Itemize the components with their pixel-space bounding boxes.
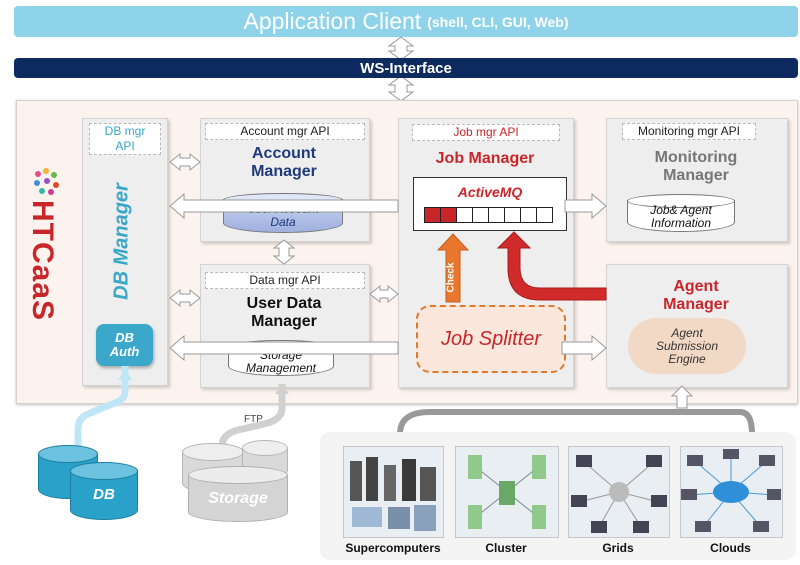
user-data-manager-api-tag: Data mgr API <box>205 272 365 289</box>
agent-submission-engine: Agent Submission Engine <box>628 318 746 374</box>
check-arrow: Check <box>441 262 461 298</box>
db-auth-badge: DB Auth <box>96 324 153 366</box>
agent-manager-title: Agent Manager <box>663 278 729 313</box>
storage-cylinder: Storage <box>188 466 288 522</box>
job-agent-information-label: Job& Agent Information <box>650 203 712 230</box>
db-manager-api-tag: DB mgr API <box>89 123 161 155</box>
grids-label: Grids <box>602 541 634 555</box>
cluster-icon <box>468 455 546 529</box>
monitoring-manager-api-tag: Monitoring mgr API <box>622 123 756 140</box>
job-splitter: Job Splitter <box>416 305 566 373</box>
cluster-label: Cluster <box>485 541 527 555</box>
monitoring-manager-title: Monitoring Manager <box>654 149 738 184</box>
activemq-queue: ActiveMQ <box>413 177 567 231</box>
application-client-subtitle: (shell, CLI, GUI, Web) <box>427 13 569 30</box>
clouds-icon <box>681 449 781 532</box>
account-manager-api-tag: Account mgr API <box>205 123 365 140</box>
supercomputers-image <box>343 446 444 538</box>
ftp-label: FTP <box>244 414 263 425</box>
grids-image <box>568 446 670 538</box>
cluster-image <box>455 446 559 538</box>
supercomputers-icon <box>350 457 436 531</box>
activemq-label: ActiveMQ <box>457 184 523 200</box>
clouds-image <box>680 446 783 538</box>
supercomputers-label: Supercomputers <box>345 541 441 555</box>
application-client-bar: Application Client (shell, CLI, GUI, Web… <box>14 6 798 37</box>
job-agent-information-store: Job& Agent Information <box>627 194 735 232</box>
db-label: DB <box>93 486 115 503</box>
grids-icon <box>571 455 667 533</box>
job-manager-api-tag: Job mgr API <box>412 124 560 141</box>
application-client-title: Application Client <box>243 8 422 34</box>
clouds-label: Clouds <box>710 541 751 555</box>
ws-interface-bar: WS-Interface <box>14 58 798 78</box>
htcaas-logo-icon <box>34 168 59 195</box>
db-cylinder: DB <box>70 462 138 520</box>
storage-label: Storage <box>208 490 268 507</box>
account-manager-title: Account Manager <box>251 145 317 180</box>
job-manager-title: Job Manager <box>435 150 535 167</box>
user-data-manager-title: User Data Manager <box>246 295 322 330</box>
message-queue-slots <box>424 207 553 223</box>
check-label: Check <box>445 262 457 293</box>
